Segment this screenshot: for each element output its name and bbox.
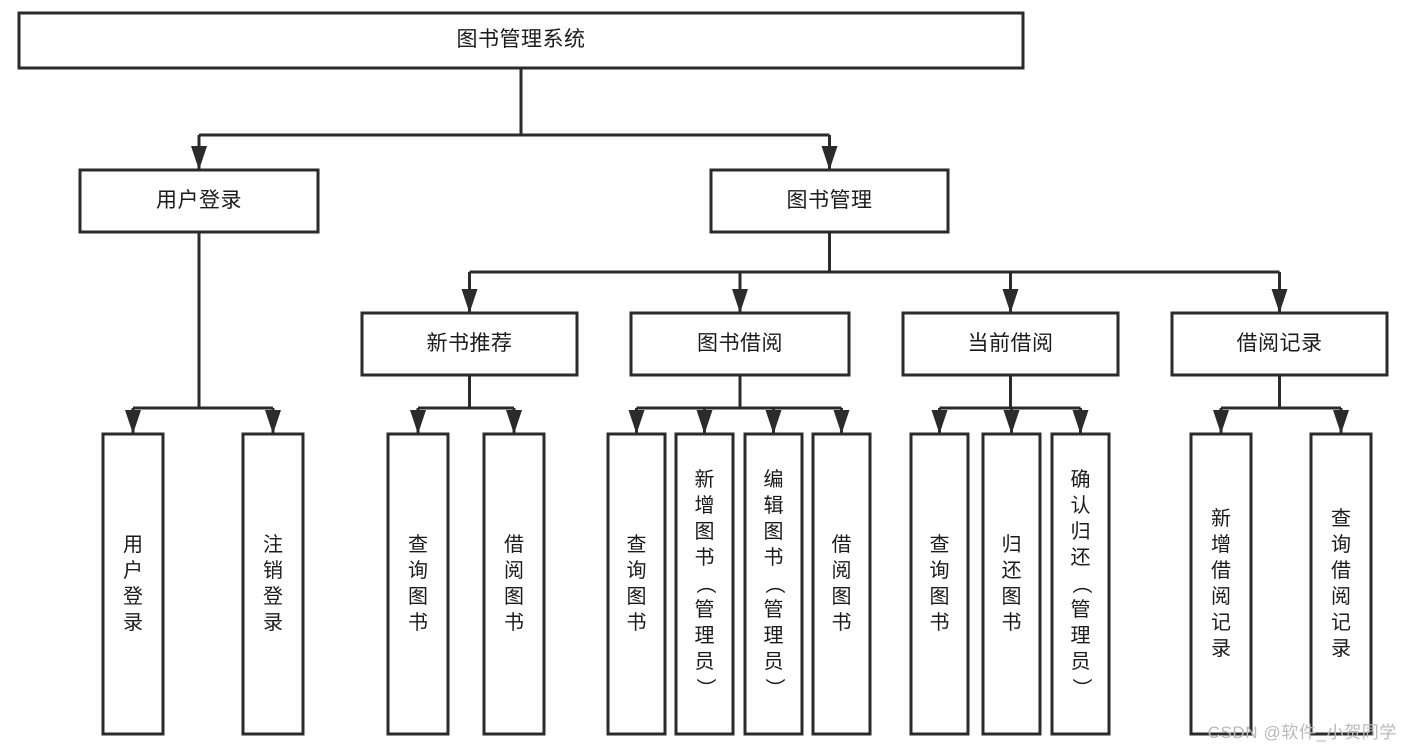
node-box-f10[interactable] xyxy=(981,432,1042,736)
node-box-l2a[interactable] xyxy=(360,311,579,377)
node-box-l2b[interactable] xyxy=(629,311,851,377)
node-box-f2[interactable] xyxy=(241,432,305,736)
node-box-l2d[interactable] xyxy=(1170,311,1389,377)
node-box-f11[interactable] xyxy=(1050,432,1111,736)
node-box-f13[interactable] xyxy=(1309,432,1373,736)
node-box-l1b[interactable] xyxy=(709,168,950,234)
arrow-head-icon xyxy=(1271,289,1288,313)
node-box-f9[interactable] xyxy=(909,432,970,736)
arrow-head-icon xyxy=(410,410,426,434)
arrow-head-icon xyxy=(821,146,838,170)
connector-layer xyxy=(125,68,1349,434)
node-box-root[interactable] xyxy=(17,11,1025,70)
arrow-head-icon xyxy=(931,410,948,434)
arrow-head-icon xyxy=(1072,410,1089,434)
node-box-layer xyxy=(17,11,1389,736)
node-box-f8[interactable] xyxy=(811,432,872,736)
arrow-head-icon xyxy=(1333,410,1349,434)
arrow-head-icon xyxy=(628,410,645,434)
arrow-head-icon xyxy=(265,410,281,434)
arrow-head-icon xyxy=(732,289,748,313)
arrow-head-icon xyxy=(461,289,478,313)
arrow-head-icon xyxy=(765,410,782,434)
node-box-f6[interactable] xyxy=(674,432,735,736)
node-box-f1[interactable] xyxy=(101,432,165,736)
node-box-f4[interactable] xyxy=(482,432,546,736)
arrow-head-icon xyxy=(125,410,141,434)
node-box-l1a[interactable] xyxy=(78,168,320,234)
node-box-f3[interactable] xyxy=(386,432,450,736)
node-box-l2c[interactable] xyxy=(901,311,1120,377)
arrow-head-icon xyxy=(506,410,522,434)
arrow-head-icon xyxy=(1003,410,1020,434)
node-box-f5[interactable] xyxy=(606,432,667,736)
arrow-head-icon xyxy=(696,410,713,434)
node-box-f12[interactable] xyxy=(1189,432,1253,736)
arrow-head-icon xyxy=(1213,410,1229,434)
arrow-head-icon xyxy=(833,410,850,434)
node-box-f7[interactable] xyxy=(743,432,804,736)
arrow-head-icon xyxy=(1002,289,1019,313)
arrow-head-icon xyxy=(191,146,207,170)
